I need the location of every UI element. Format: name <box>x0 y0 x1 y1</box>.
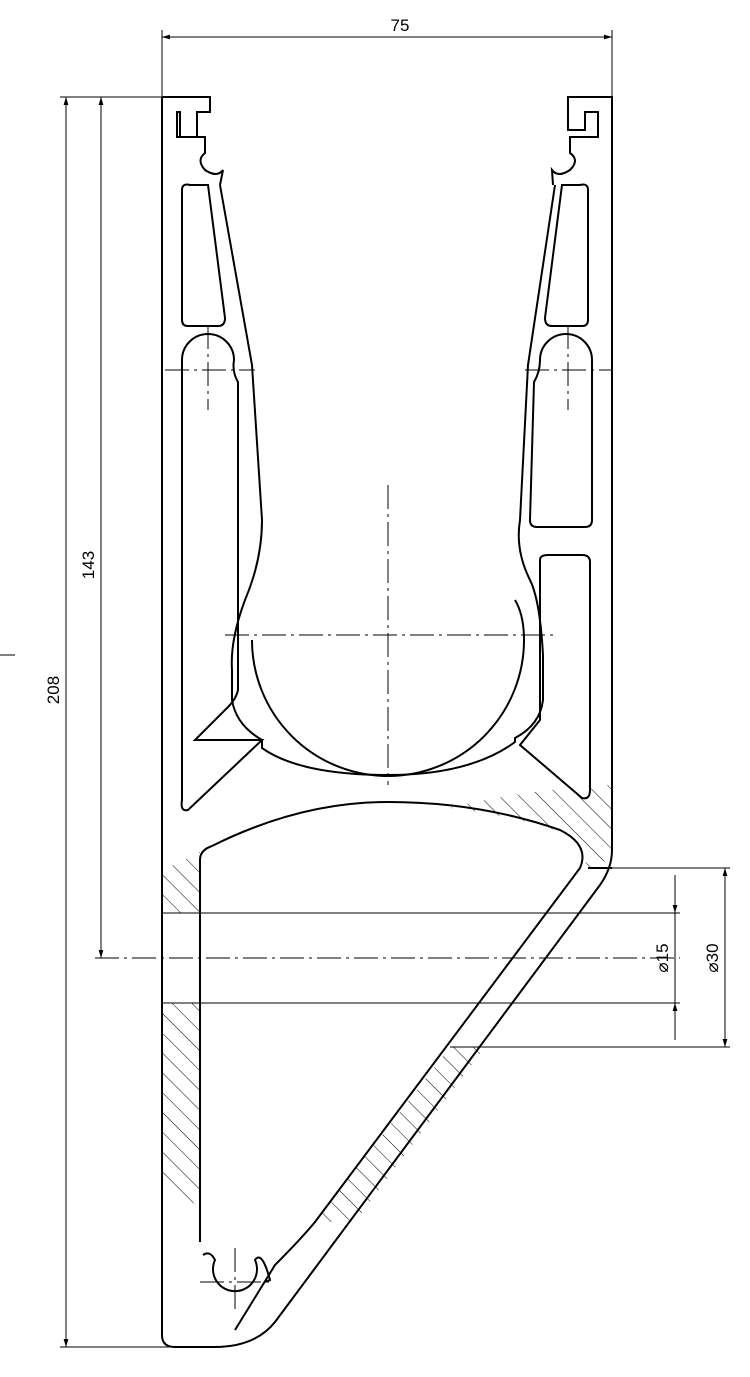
centerlines <box>95 325 680 1310</box>
dimension-height-total <box>0 96 215 1348</box>
height-total-label: 208 <box>44 676 63 704</box>
height-axis-label: 143 <box>79 551 98 579</box>
bore-lines <box>162 867 730 1048</box>
diameter-30-label: ⌀30 <box>703 943 722 972</box>
diameter-15-label: ⌀15 <box>653 943 672 972</box>
hatched-section <box>162 785 612 1222</box>
width-label: 75 <box>391 16 410 35</box>
dimension-width <box>161 30 613 97</box>
